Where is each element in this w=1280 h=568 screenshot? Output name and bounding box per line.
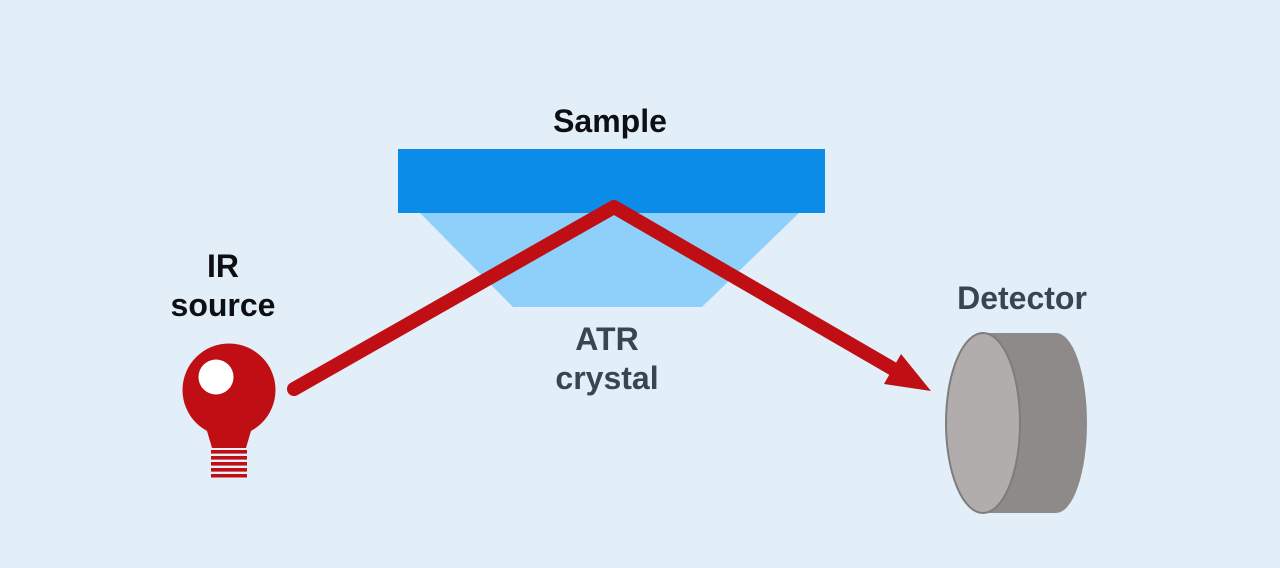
bulb-highlight <box>198 359 234 395</box>
atr-crystal-label: ATR crystal <box>555 320 658 398</box>
bulb-base-stripe <box>211 468 247 472</box>
beam-arrowhead-icon <box>884 354 931 391</box>
bulb-base-stripe <box>211 474 247 478</box>
detector-face <box>945 332 1021 514</box>
atr-crystal-label-line1: ATR <box>575 321 639 357</box>
bulb-base-stripe <box>211 462 247 466</box>
detector-label: Detector <box>957 280 1087 316</box>
atr-crystal-label-line2: crystal <box>555 360 659 396</box>
detector-cylinder-icon <box>945 332 1087 514</box>
bulb-base-stripe <box>211 456 247 460</box>
ir-source-label-line2: source <box>170 287 276 323</box>
lightbulb-icon <box>182 343 276 478</box>
detector-body <box>983 333 1087 513</box>
bulb-glass <box>182 343 276 437</box>
ir-source-label: IR source <box>171 247 276 325</box>
sample-label: Sample <box>553 103 667 139</box>
ir-source-label-line1: IR <box>207 248 239 284</box>
bulb-base-stripe <box>211 450 247 454</box>
ir-beam-path <box>287 200 902 396</box>
atr-crystal-shape <box>420 213 799 307</box>
